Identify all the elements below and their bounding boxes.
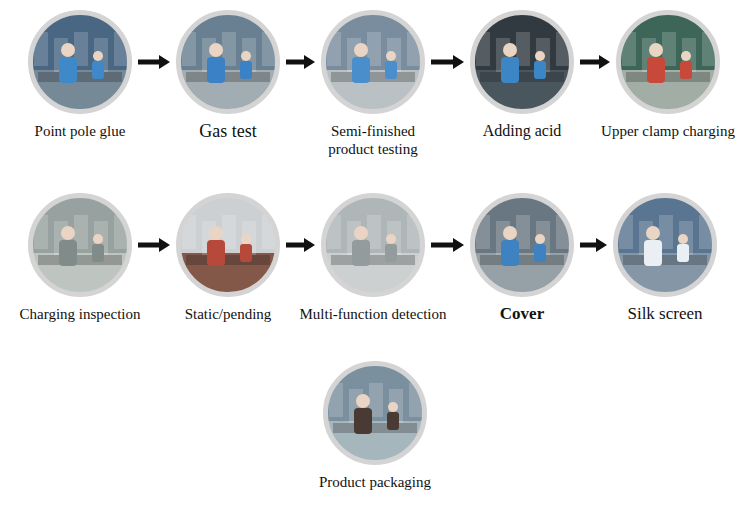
step-label: Point pole glue [35,122,126,140]
photo-circle [176,193,280,297]
arrow-head [599,55,610,69]
photo-circle [321,193,425,297]
step-label: Adding acid [483,122,562,140]
flow-arrow [286,55,315,69]
step-label: Cover [500,305,544,323]
arrow-shaft [580,243,598,248]
process-step: Upper clamp charging [616,10,720,114]
process-step: Silk screen [613,193,717,297]
process-step: Gas test [176,10,280,114]
step-label: Upper clamp charging [601,122,735,140]
step-label: Multi-function detection [299,305,446,323]
arrow-shaft [580,60,601,65]
arrow-head [453,238,464,252]
arrow-shaft [286,243,306,248]
flow-arrow [138,238,170,252]
process-step: Cover [470,193,574,297]
photo-circle [323,361,427,465]
process-step: Multi-function detection [321,193,425,297]
step-label: Charging inspection [20,305,141,323]
arrow-shaft [431,60,455,65]
photo-circle [321,10,425,114]
photo-circle [470,193,574,297]
process-step: Product packaging [323,361,427,465]
arrow-shaft [138,60,161,65]
step-label: Static/pending [185,305,272,323]
arrow-shaft [431,243,455,248]
arrow-head [304,55,315,69]
step-label: Gas test [199,122,257,140]
arrow-shaft [138,243,161,248]
arrow-head [159,55,170,69]
photo-circle [616,10,720,114]
arrow-head [159,238,170,252]
process-step: Semi-finished product testing [321,10,425,114]
process-step: Static/pending [176,193,280,297]
arrow-head [304,238,315,252]
photo-circle [613,193,717,297]
photo-circle [176,10,280,114]
process-step: Charging inspection [28,193,132,297]
photo-circle [28,193,132,297]
photo-circle [470,10,574,114]
photo-circle [28,10,132,114]
flow-arrow [580,238,607,252]
arrow-head [453,55,464,69]
arrow-head [596,238,607,252]
flow-arrow [580,55,610,69]
flow-arrow [431,55,464,69]
flow-arrow [286,238,315,252]
step-label: Product packaging [319,473,431,491]
step-label: Silk screen [627,305,702,323]
flow-arrow [431,238,464,252]
step-label: Semi-finished product testing [323,122,423,158]
process-step: Adding acid [470,10,574,114]
flow-arrow [138,55,170,69]
arrow-shaft [286,60,306,65]
process-step: Point pole glue [28,10,132,114]
